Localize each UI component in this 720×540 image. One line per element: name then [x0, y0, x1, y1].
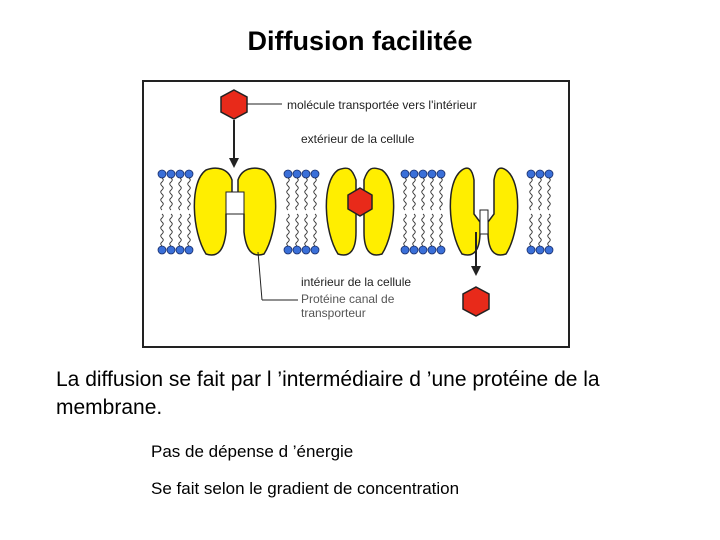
lipid-tail [547, 177, 551, 211]
lipid-head [400, 169, 410, 179]
lipid-head [157, 245, 167, 255]
lipid-tail [313, 177, 317, 211]
lipid-tail [439, 213, 443, 247]
membrane-diagram-graphic [157, 89, 554, 317]
lipid-tail [403, 213, 407, 247]
lipid-tail [412, 213, 416, 247]
membrane-diagram: molécule transportée vers l'intérieur ex… [142, 80, 570, 348]
lipid-head [301, 245, 311, 255]
lipid-tail [304, 213, 308, 247]
lipid-head [184, 245, 194, 255]
label-interior: intérieur de la cellule [301, 275, 412, 289]
label-molecule: molécule transportée vers l'intérieur [287, 98, 477, 112]
lipid-head [526, 169, 536, 179]
lipid-head [166, 169, 176, 179]
transport-protein-1 [193, 167, 277, 256]
arrow-entering [229, 120, 239, 168]
slide-title: Diffusion facilitée [247, 26, 473, 56]
lipid-tail [169, 177, 173, 211]
lipid-head [283, 245, 293, 255]
lipid-tail [547, 213, 551, 247]
lipid-head [310, 169, 320, 179]
lipid-bilayer [157, 169, 554, 255]
lipid-tail [313, 213, 317, 247]
lipid-head [292, 245, 302, 255]
lipid-tail [421, 177, 425, 211]
lipid-head [436, 245, 446, 255]
lipid-tail [187, 213, 191, 247]
lipid-head [175, 169, 185, 179]
lipid-head [427, 169, 437, 179]
lipid-head [310, 245, 320, 255]
lipid-tail [295, 177, 299, 211]
molecule-inside [462, 286, 490, 317]
lipid-head [166, 245, 176, 255]
body-text: La diffusion se fait par l ’intermédiair… [56, 368, 600, 419]
lipid-head [418, 245, 428, 255]
lipid-head [544, 245, 554, 255]
lipid-tail [421, 213, 425, 247]
lipid-head [409, 169, 419, 179]
lipid-tail [529, 213, 533, 247]
lipid-tail [430, 213, 434, 247]
lipid-head [436, 169, 446, 179]
leader-protein [257, 251, 263, 301]
arrow-exiting [471, 232, 481, 276]
lipid-tail [178, 177, 182, 211]
lipid-tail [286, 213, 290, 247]
lipid-head [535, 169, 545, 179]
lipid-tail [286, 177, 290, 211]
lipid-head [535, 245, 545, 255]
lipid-head [184, 169, 194, 179]
lipid-head [292, 169, 302, 179]
bullet-gradient: Se fait selon le gradient de concentrati… [151, 479, 460, 498]
lipid-tail [160, 177, 164, 211]
lipid-tail [538, 177, 542, 211]
lipid-head [418, 169, 428, 179]
lipid-head [283, 169, 293, 179]
lipid-head [544, 169, 554, 179]
lipid-tail [304, 177, 308, 211]
lipid-head [175, 245, 185, 255]
lipid-head [427, 245, 437, 255]
lipid-tail [403, 177, 407, 211]
lipid-head [301, 169, 311, 179]
lipid-tail [439, 177, 443, 211]
transport-protein-3 [449, 167, 519, 256]
lipid-head [526, 245, 536, 255]
transport-protein-2 [325, 167, 395, 256]
lipid-tail [160, 213, 164, 247]
lipid-head [400, 245, 410, 255]
lipid-tail [430, 177, 434, 211]
lipid-tail [187, 177, 191, 211]
lipid-tail [529, 177, 533, 211]
lipid-tail [178, 213, 182, 247]
molecule-in-channel [347, 187, 373, 217]
lipid-tail [412, 177, 416, 211]
lipid-tail [538, 213, 542, 247]
lipid-head [409, 245, 419, 255]
molecule-outside [220, 89, 248, 120]
bullet-no-energy: Pas de dépense d ’énergie [151, 442, 354, 461]
lipid-tail [295, 213, 299, 247]
label-protein: Protéine canal de transporteur [301, 292, 395, 320]
label-exterior: extérieur de la cellule [301, 132, 415, 146]
lipid-tail [169, 213, 173, 247]
lipid-head [157, 169, 167, 179]
